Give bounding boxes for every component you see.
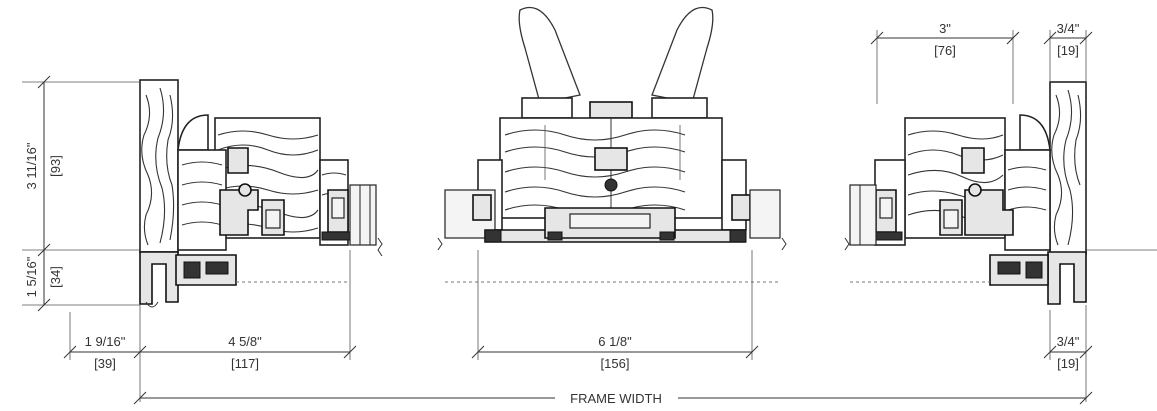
dim-left-height-top: 3 11/16" xyxy=(24,142,39,189)
center-meeting-section xyxy=(437,6,787,283)
dim-left-height-bottom-mm: [34] xyxy=(48,266,63,288)
dim-center-width: 6 1/8" xyxy=(598,334,632,349)
dim-center-width-mm: [156] xyxy=(601,356,630,371)
left-handle-shape xyxy=(518,6,581,104)
left-jamb-section xyxy=(70,79,383,308)
dim-left-offset: 1 9/16" xyxy=(85,334,126,349)
dim-right-bottom-small: 3/4" xyxy=(1057,334,1080,349)
right-handle-shape xyxy=(651,6,714,104)
dim-right-top-width-mm: [76] xyxy=(934,43,956,58)
dim-right-top-small-mm: [19] xyxy=(1057,43,1079,58)
dim-right-bottom-small-mm: [19] xyxy=(1057,356,1079,371)
right-jamb-section xyxy=(844,81,1157,305)
dim-right-top-small: 3/4" xyxy=(1057,21,1080,36)
dimensions: 3 11/16" [93] 1 5/16" [34] 1 9/16" [39] … xyxy=(22,21,1093,406)
dim-left-width: 4 5/8" xyxy=(228,334,262,349)
dim-left-height-bottom: 1 5/16" xyxy=(24,256,39,297)
dim-left-width-mm: [117] xyxy=(231,356,259,371)
dim-left-height-top-mm: [93] xyxy=(48,155,63,177)
dim-left-offset-mm: [39] xyxy=(94,356,116,371)
dim-frame-width-label: FRAME WIDTH xyxy=(570,391,662,406)
dim-right-top-width: 3" xyxy=(939,21,951,36)
